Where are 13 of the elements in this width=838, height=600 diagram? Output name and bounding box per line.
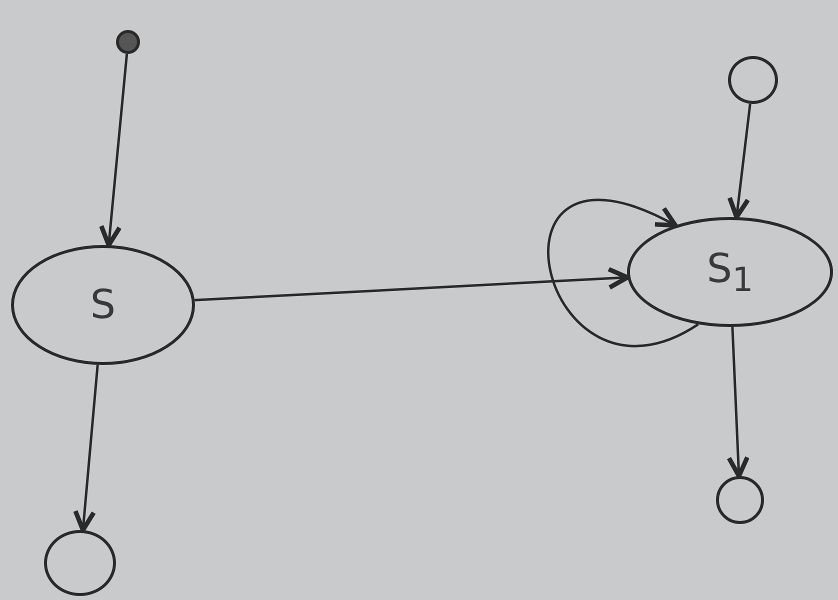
state-ellipse xyxy=(11,245,195,365)
circle-node xyxy=(44,530,116,596)
state-label: S xyxy=(90,282,116,328)
state-ellipse xyxy=(627,217,833,327)
circle-node xyxy=(728,56,778,104)
circle-node xyxy=(116,30,140,54)
arrow xyxy=(547,198,699,347)
circle-node xyxy=(716,476,764,524)
arrow xyxy=(726,326,750,478)
arrow xyxy=(73,364,99,532)
arrow xyxy=(194,266,630,302)
arrow xyxy=(99,54,128,248)
state-label: S$_{1}$ xyxy=(706,246,754,298)
